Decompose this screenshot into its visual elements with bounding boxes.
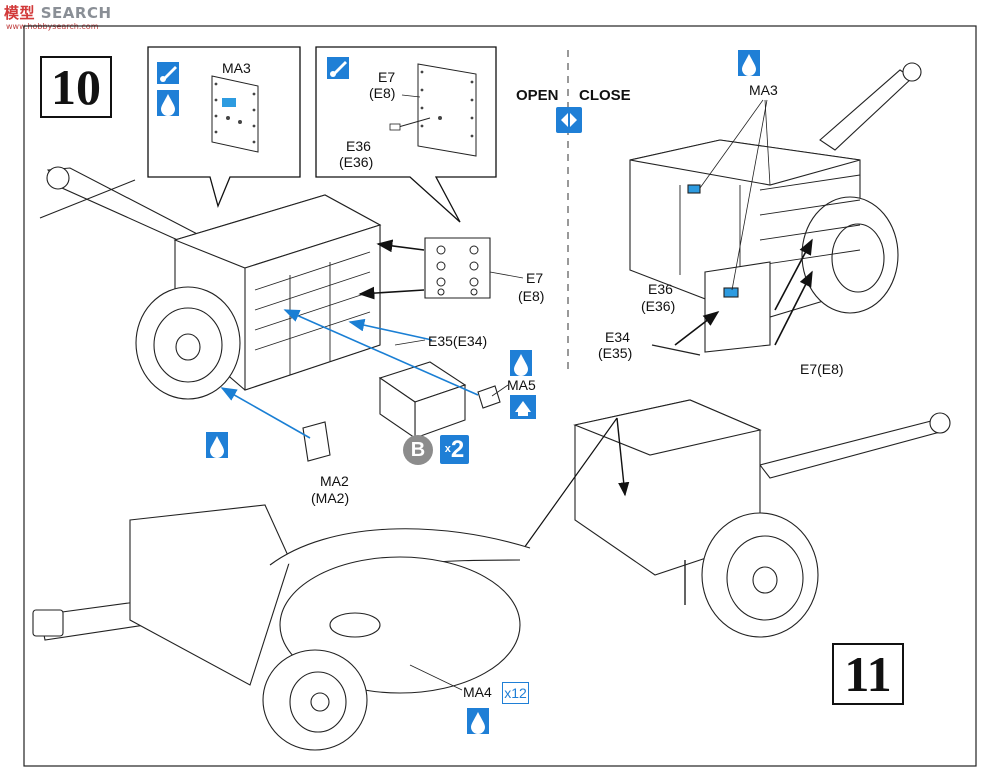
label-ma2: MA2 — [320, 473, 349, 489]
label-e36p-inset: (E36) — [339, 154, 374, 170]
arrow-step11 — [616, 417, 630, 497]
label-e7-right: E7 — [526, 270, 544, 286]
arrow-e36-r — [674, 311, 720, 346]
leader-e35 — [394, 339, 426, 346]
label-e36-inset: E36 — [346, 138, 371, 154]
quantity-x2-badge: x2 — [440, 435, 469, 464]
leader-ma3-a — [699, 99, 764, 189]
step-number-11: 11 — [832, 643, 904, 705]
label-e36p-r: (E36) — [641, 298, 676, 314]
leader-e7 — [489, 271, 524, 279]
label-e36-r: E36 — [648, 281, 673, 297]
leader-ma3-b — [764, 99, 771, 186]
leader-ma5 — [491, 384, 509, 397]
water-drop-icon — [738, 50, 760, 76]
arrow-e7-lower — [358, 286, 425, 300]
brush-icon — [157, 62, 179, 84]
label-e35p-r: (E35) — [598, 345, 633, 361]
arrow-e35 — [348, 318, 433, 341]
watermark-brand: SEARCH — [40, 4, 112, 22]
water-drop-icon — [510, 350, 532, 376]
label-ma4: MA4 — [463, 684, 492, 700]
quantity-prefix: x — [444, 443, 451, 455]
label-e8-right: (E8) — [518, 288, 545, 304]
water-drop-icon — [206, 432, 228, 458]
leader-step11 — [523, 417, 618, 549]
close-label: CLOSE — [579, 87, 631, 104]
leader-ma3-c — [731, 99, 768, 291]
flip-arrow-icon — [510, 395, 536, 419]
quantity-x12-badge: x12 — [502, 682, 529, 704]
brush-icon — [327, 57, 349, 79]
open-label: OPEN — [516, 87, 559, 104]
inset-box-left — [147, 46, 301, 208]
water-drop-icon — [467, 708, 489, 734]
arrow-ma5 — [283, 309, 479, 396]
inset-box-center — [315, 46, 497, 223]
label-e7-inset: E7 — [378, 69, 396, 85]
step11-gun-carriage — [573, 399, 951, 638]
water-drop-icon — [157, 90, 179, 116]
label-e35: E35(E34) — [428, 333, 488, 349]
quantity-value: 2 — [450, 436, 465, 463]
open-close-icon — [556, 107, 582, 133]
e7-bolt-pattern — [436, 245, 479, 296]
step11-trail-view — [32, 504, 531, 751]
step10-gun-carriage — [39, 166, 501, 462]
part-tree-b-badge: B — [403, 435, 433, 465]
label-e34-r: E34 — [605, 329, 630, 345]
watermark: 模型 SEARCH — [4, 2, 112, 23]
page-frame — [23, 25, 977, 767]
arrow-ma2 — [220, 387, 311, 439]
step-number-10: 10 — [40, 56, 112, 118]
arrow-e7-r1 — [774, 238, 813, 311]
leader-ma4 — [409, 664, 463, 691]
label-e8-inset: (E8) — [369, 85, 396, 101]
arrow-e7-r2 — [774, 270, 813, 346]
label-ma2p: (MA2) — [311, 490, 350, 506]
label-ma3-inset: MA3 — [222, 60, 251, 76]
label-ma5: MA5 — [507, 377, 536, 393]
arrow-e7-upper — [376, 239, 425, 253]
label-e7e8-r: E7(E8) — [800, 361, 844, 377]
watermark-cn: 模型 — [4, 4, 36, 22]
label-ma3-top: MA3 — [749, 82, 778, 98]
